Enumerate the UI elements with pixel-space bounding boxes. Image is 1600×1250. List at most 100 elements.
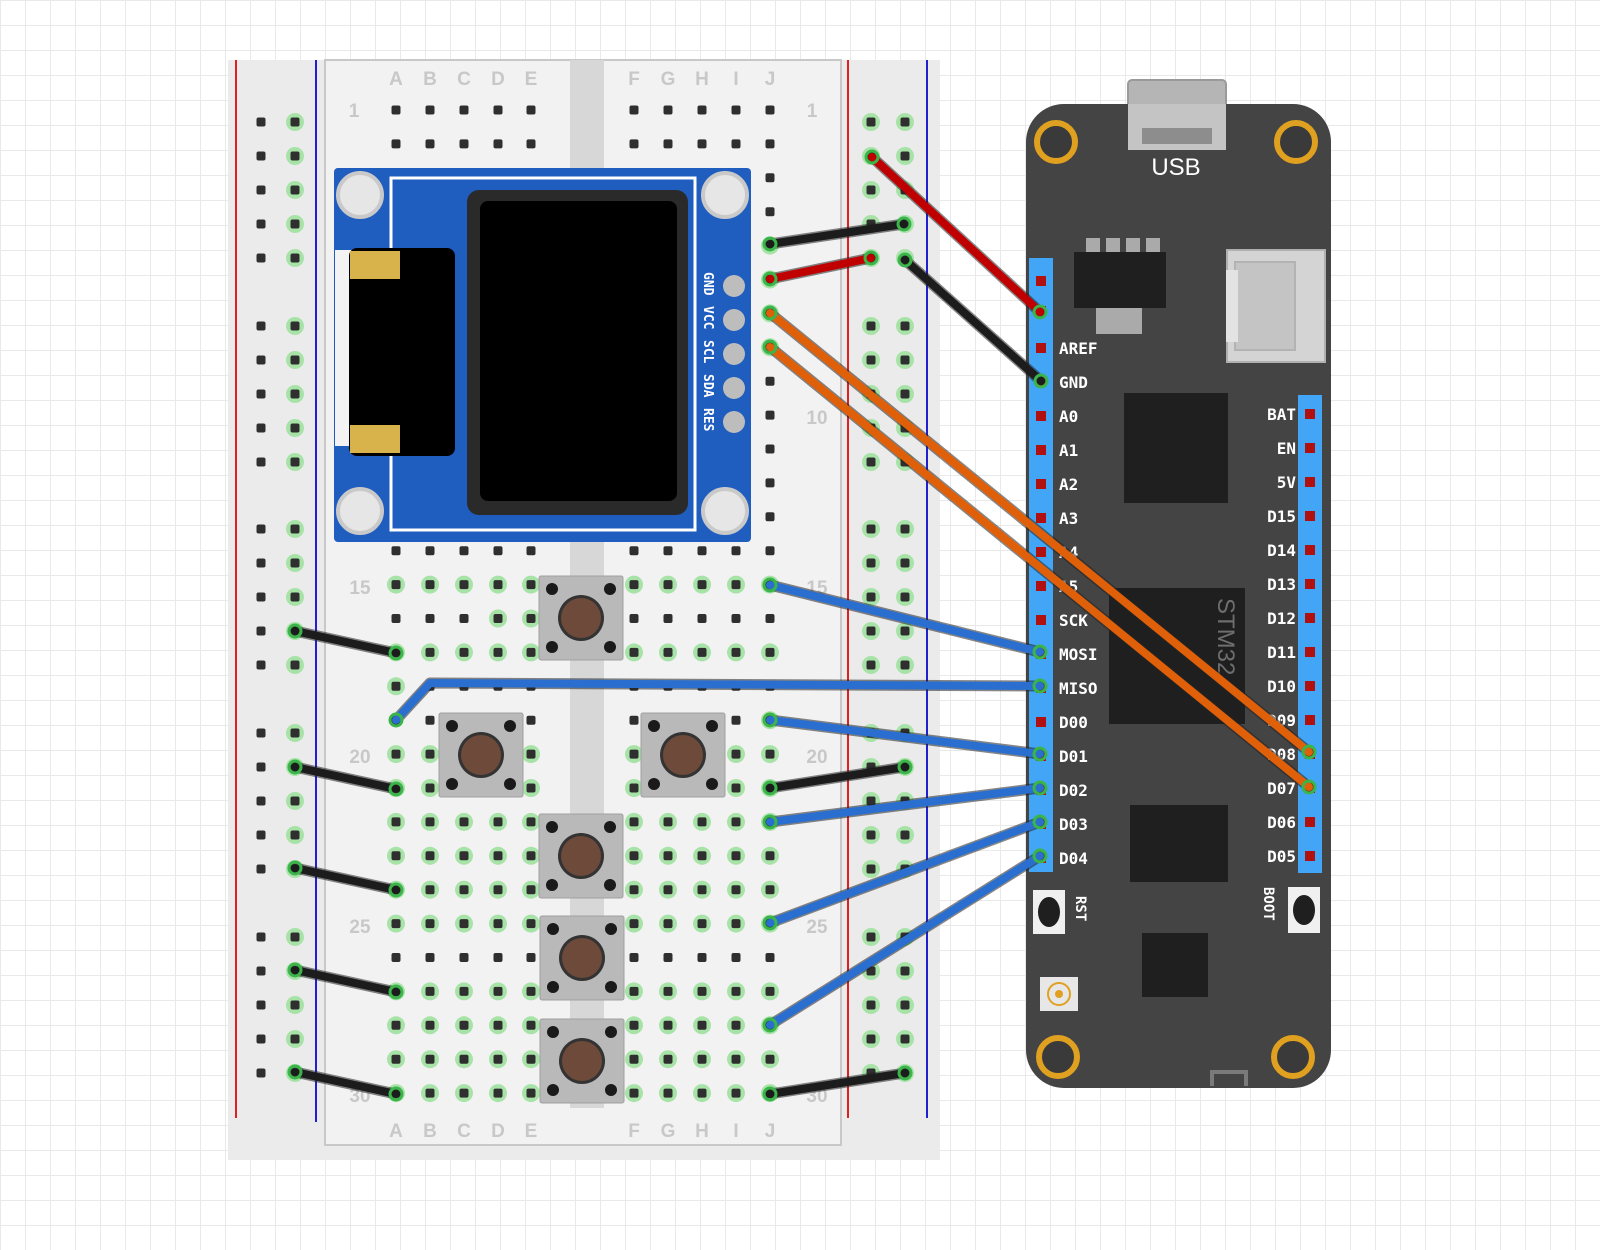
breadboard-hole[interactable]	[425, 885, 435, 895]
rail-hole[interactable]	[866, 592, 876, 602]
rail-hole[interactable]	[256, 321, 266, 331]
breadboard-hole[interactable]	[697, 139, 707, 149]
breadboard-hole[interactable]	[459, 817, 469, 827]
breadboard-hole[interactable]	[425, 546, 435, 556]
oled-pin[interactable]	[723, 343, 745, 365]
mcu-pin[interactable]	[1036, 547, 1046, 557]
breadboard-hole[interactable]	[459, 953, 469, 962]
breadboard-hole[interactable]	[526, 614, 536, 623]
rail-hole[interactable]	[290, 728, 300, 738]
rail-hole[interactable]	[900, 151, 910, 161]
wire-scl-to-d08[interactable]	[762, 305, 1317, 760]
rail-hole[interactable]	[900, 1000, 910, 1010]
breadboard-hole[interactable]	[663, 614, 673, 623]
rail-hole[interactable]	[256, 1034, 266, 1044]
breadboard-hole[interactable]	[663, 919, 673, 929]
rail-hole[interactable]	[866, 660, 876, 670]
mcu-pin[interactable]	[1305, 477, 1315, 487]
breadboard-hole[interactable]	[493, 105, 503, 115]
mcu-pin[interactable]	[1305, 647, 1315, 657]
breadboard-hole[interactable]	[765, 1054, 775, 1064]
breadboard-hole[interactable]	[459, 1088, 469, 1098]
push-button[interactable]	[640, 712, 726, 798]
breadboard-hole[interactable]	[697, 885, 707, 895]
rail-hole[interactable]	[900, 626, 910, 636]
breadboard-hole[interactable]	[391, 851, 401, 861]
breadboard-hole[interactable]	[493, 580, 503, 590]
breadboard-hole[interactable]	[391, 1054, 401, 1064]
breadboard-hole[interactable]	[731, 546, 741, 556]
push-button[interactable]	[538, 575, 624, 661]
breadboard-hole[interactable]	[459, 647, 469, 657]
breadboard-hole[interactable]	[663, 1088, 673, 1098]
rail-hole[interactable]	[290, 1034, 300, 1044]
breadboard-hole[interactable]	[391, 139, 401, 149]
breadboard-hole[interactable]	[629, 1088, 639, 1098]
breadboard-hole[interactable]	[459, 919, 469, 929]
stm32-mcu-board[interactable]: USB STM32 RST BOOT	[1026, 79, 1331, 1088]
rail-hole[interactable]	[900, 524, 910, 534]
rail-hole[interactable]	[866, 457, 876, 467]
breadboard-hole[interactable]	[765, 614, 775, 623]
breadboard-hole[interactable]	[731, 749, 741, 759]
wire-button-gnd[interactable]	[287, 1064, 404, 1102]
rail-hole[interactable]	[866, 830, 876, 840]
rail-hole[interactable]	[256, 966, 266, 976]
breadboard-hole[interactable]	[493, 1020, 503, 1030]
breadboard-hole[interactable]	[731, 919, 741, 929]
rail-hole[interactable]	[866, 524, 876, 534]
rail-hole[interactable]	[900, 830, 910, 840]
wire-oled-vcc-to-rail[interactable]	[762, 250, 879, 287]
push-button[interactable]	[539, 915, 625, 1001]
wire-btn-to-mosi[interactable]	[762, 577, 1048, 660]
rail-hole[interactable]	[900, 558, 910, 568]
breadboard-hole[interactable]	[459, 1054, 469, 1064]
oled-pin[interactable]	[723, 377, 745, 399]
breadboard-hole[interactable]	[459, 546, 469, 556]
rail-hole[interactable]	[256, 864, 266, 874]
mcu-pin[interactable]	[1305, 817, 1315, 827]
rail-hole[interactable]	[290, 117, 300, 127]
breadboard-hole[interactable]	[629, 715, 639, 725]
wire-button-gnd[interactable]	[762, 1065, 913, 1102]
breadboard-hole[interactable]	[526, 647, 536, 657]
breadboard-hole[interactable]	[629, 139, 639, 149]
rail-hole[interactable]	[866, 355, 876, 365]
breadboard-hole[interactable]	[765, 749, 775, 759]
rail-hole[interactable]	[866, 1000, 876, 1010]
breadboard-hole[interactable]	[731, 885, 741, 895]
breadboard-hole[interactable]	[731, 1054, 741, 1064]
rail-hole[interactable]	[256, 151, 266, 161]
breadboard-hole[interactable]	[459, 1020, 469, 1030]
oled-pin[interactable]	[723, 309, 745, 331]
breadboard-hole[interactable]	[663, 647, 673, 657]
rail-hole[interactable]	[866, 1034, 876, 1044]
rail-hole[interactable]	[256, 728, 266, 738]
mcu-pin[interactable]	[1305, 851, 1315, 861]
rail-hole[interactable]	[290, 219, 300, 229]
breadboard-hole[interactable]	[391, 105, 401, 115]
rail-hole[interactable]	[866, 796, 876, 806]
rail-hole[interactable]	[290, 1000, 300, 1010]
wire-button-gnd[interactable]	[287, 623, 404, 661]
breadboard-hole[interactable]	[493, 851, 503, 861]
rail-hole[interactable]	[900, 660, 910, 670]
breadboard-hole[interactable]	[697, 986, 707, 996]
rail-hole[interactable]	[256, 185, 266, 195]
rail-hole[interactable]	[290, 457, 300, 467]
breadboard-hole[interactable]	[493, 647, 503, 657]
wire-sda-to-d07[interactable]	[762, 339, 1317, 795]
rail-hole[interactable]	[866, 185, 876, 195]
breadboard-hole[interactable]	[391, 953, 401, 962]
breadboard-hole[interactable]	[391, 681, 401, 691]
oled-pin[interactable]	[723, 411, 745, 433]
breadboard-hole[interactable]	[459, 580, 469, 590]
mcu-pin[interactable]	[1305, 715, 1315, 725]
breadboard-hole[interactable]	[765, 410, 775, 420]
breadboard-hole[interactable]	[697, 1088, 707, 1098]
breadboard-hole[interactable]	[765, 546, 775, 556]
wire-btn-to-d01[interactable]	[762, 712, 1048, 762]
rail-hole[interactable]	[290, 423, 300, 433]
rail-hole[interactable]	[290, 558, 300, 568]
mcu-pin[interactable]	[1036, 513, 1046, 523]
